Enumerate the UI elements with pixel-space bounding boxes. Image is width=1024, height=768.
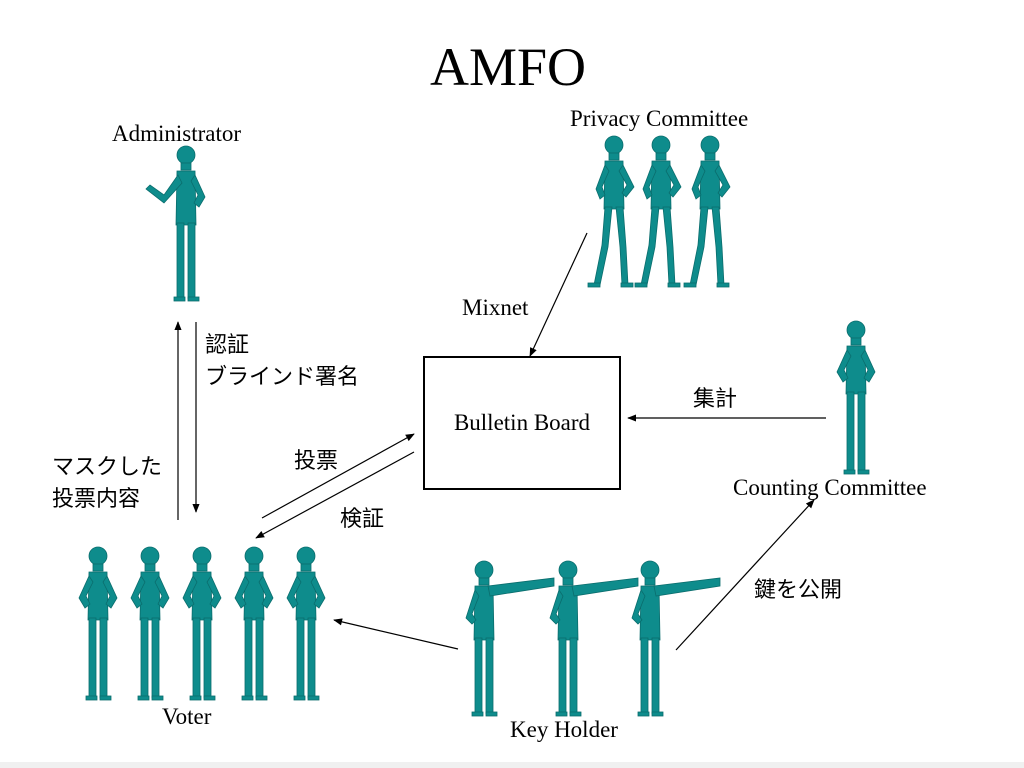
administrator-label: Administrator bbox=[112, 121, 242, 146]
publish-key-edge-label: 鍵を公開 bbox=[754, 578, 843, 603]
masked-vote-edge-label: マスクした 投票内容 bbox=[52, 452, 162, 516]
mixnet-arrow bbox=[529, 232, 588, 357]
key-holder-figure-3 bbox=[631, 560, 721, 717]
auth-edge-line2: ブラインド署名 bbox=[205, 364, 360, 390]
auth-edge-line1: 認証 bbox=[205, 333, 250, 358]
bulletin-board-label: Bulletin Board bbox=[453, 410, 591, 435]
auth-edge-label: 認証 ブラインド署名 bbox=[205, 330, 359, 394]
voter-figure-3 bbox=[182, 546, 222, 701]
bottom-divider bbox=[0, 762, 1024, 768]
key-holder-figure-1 bbox=[465, 560, 555, 717]
privacy-committee-figure-3 bbox=[683, 135, 731, 288]
key-holder-label: Key Holder bbox=[510, 717, 618, 742]
bulletin-board-node: Bulletin Board bbox=[423, 356, 621, 490]
voter-label: Voter bbox=[162, 704, 212, 729]
masked-vote-edge-line2: 投票内容 bbox=[52, 486, 141, 512]
publish-key-arrow bbox=[675, 499, 815, 651]
counting-committee-label: Counting Committee bbox=[733, 475, 927, 500]
mixnet-edge-label: Mixnet bbox=[462, 295, 529, 320]
privacy-committee-label: Privacy Committee bbox=[570, 106, 749, 131]
masked-vote-edge-line1: マスクした bbox=[52, 455, 163, 480]
privacy-committee-figure-1 bbox=[587, 135, 635, 288]
key-to-voter-arrow bbox=[333, 618, 459, 650]
vote-edge-label: 投票 bbox=[294, 449, 339, 474]
key-holder-figure-2 bbox=[549, 560, 639, 717]
voter-figure-2 bbox=[130, 546, 170, 701]
voter-figure-5 bbox=[286, 546, 326, 701]
vote-arrow bbox=[261, 433, 415, 519]
verify-arrow bbox=[255, 451, 415, 539]
page-title: AMFO bbox=[430, 37, 587, 97]
verify-edge-label: 検証 bbox=[340, 507, 385, 532]
administrator-figure bbox=[145, 145, 206, 302]
voter-figure-1 bbox=[78, 546, 118, 701]
counting-committee-figure bbox=[836, 320, 876, 475]
tally-edge-label: 集計 bbox=[693, 387, 738, 412]
voter-figure-4 bbox=[234, 546, 274, 701]
privacy-committee-figure-2 bbox=[634, 135, 682, 288]
